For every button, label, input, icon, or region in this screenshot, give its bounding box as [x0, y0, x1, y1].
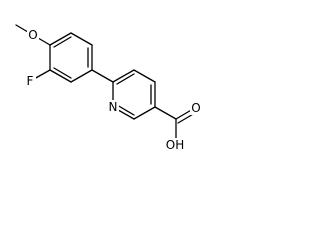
atom-carbonyl-oxygen: O: [190, 101, 202, 115]
atom-fluorine: F: [24, 74, 36, 88]
bond-pyridine-1: [112, 69, 135, 83]
structure-diagram: O F N O OH: [0, 0, 215, 169]
bond-pyridine-5-inner: [116, 104, 135, 116]
bond-benzene-5-inner: [53, 67, 72, 79]
bond-biaryl: [91, 69, 114, 83]
bond-benzene-2: [70, 32, 93, 46]
bond-benzene-4: [70, 69, 93, 83]
bond-ring-carboxyl: [154, 106, 177, 120]
bond-pyridine-4: [133, 106, 156, 120]
bond-pyridine-2: [133, 69, 156, 83]
bond-benzene-1-inner: [53, 36, 72, 48]
hydroxyl-label: OH: [166, 138, 184, 152]
bond-c-f: [33, 69, 51, 80]
atom-pyridine-nitrogen: N: [107, 100, 119, 114]
molecule-drawing: O F N O OH: [15, 24, 202, 152]
fluorine-label: F: [27, 74, 34, 88]
carbonyl-oxygen-label: O: [191, 101, 200, 115]
bond-pyridine-1-inner: [116, 73, 135, 85]
bond-benzene-1: [49, 32, 72, 46]
pyridine-nitrogen-label: N: [109, 100, 118, 114]
bond-benzene-5: [49, 69, 72, 83]
methoxy-oxygen-label: O: [28, 28, 37, 42]
atom-methoxy-oxygen: O: [27, 28, 39, 42]
atom-hydroxyl: OH: [163, 138, 187, 152]
